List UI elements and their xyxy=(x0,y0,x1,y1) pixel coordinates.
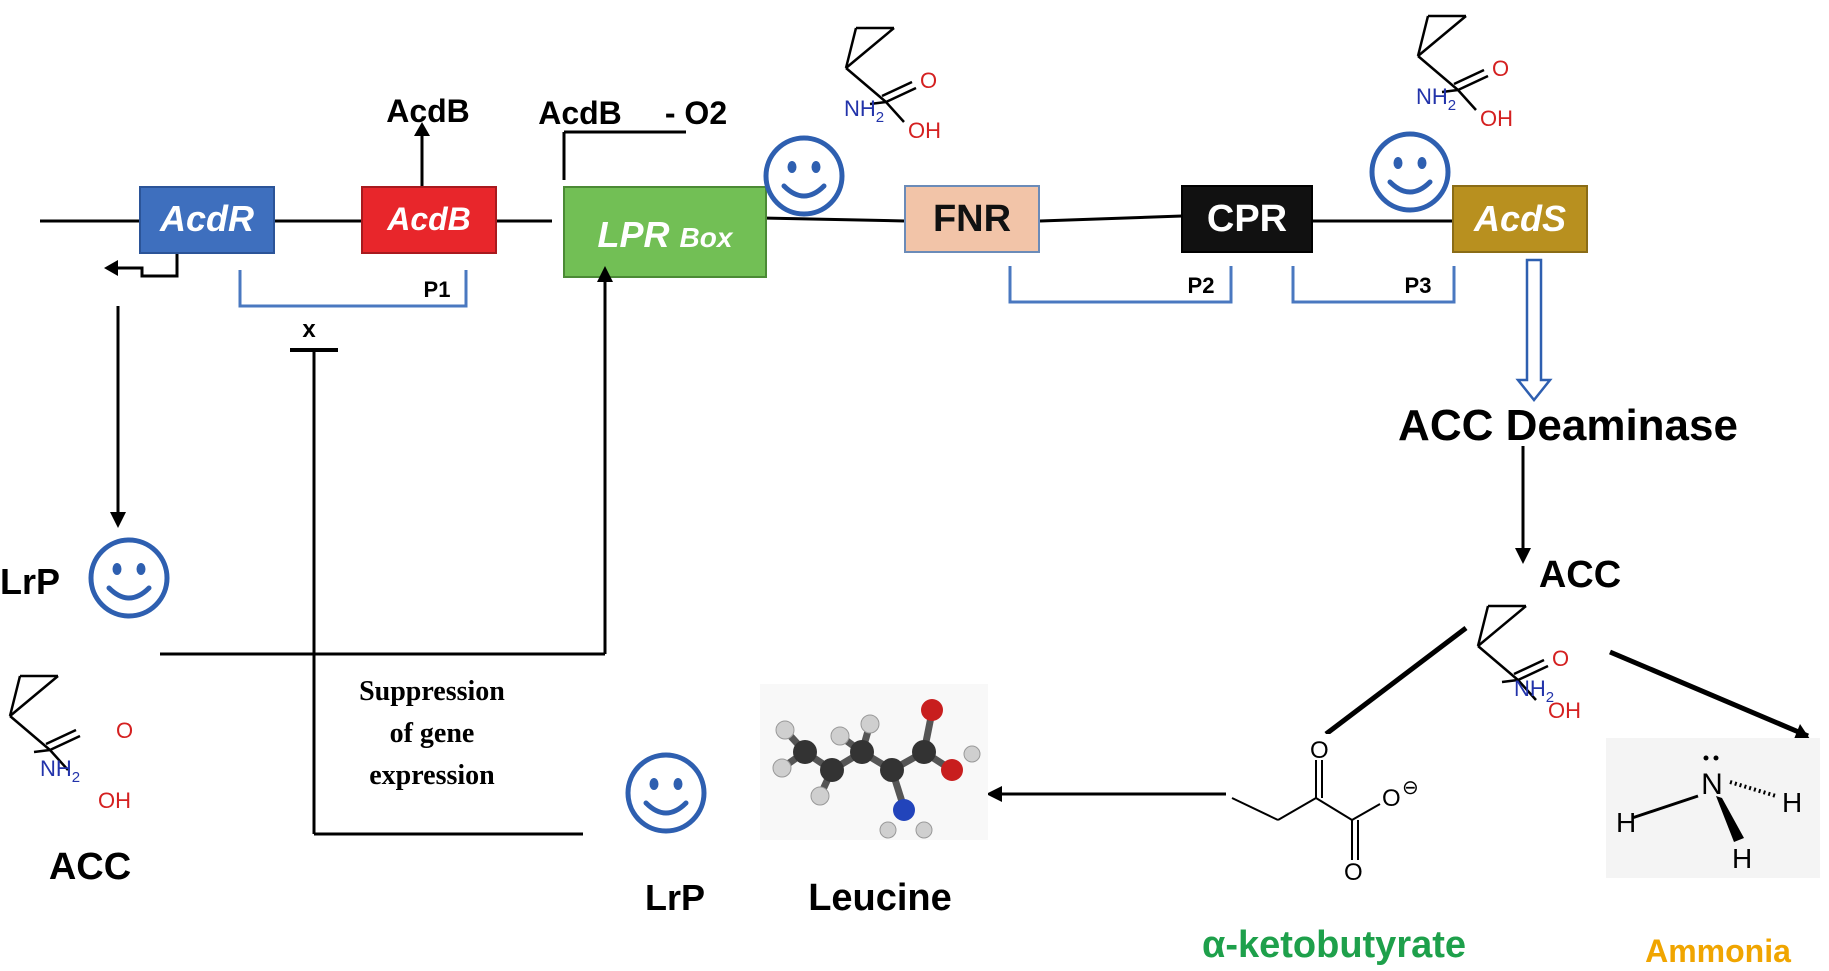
promoter-label-p3: P3 xyxy=(1405,273,1432,298)
inhibit-x-label: x xyxy=(302,316,316,343)
acc-molecule-icon: O NH2 OH xyxy=(1416,14,1513,131)
acc-label-left: ACC xyxy=(49,846,131,888)
svg-text:NH2: NH2 xyxy=(1514,676,1554,706)
gene-label-acds: AcdS xyxy=(1473,198,1566,239)
svg-text:O: O xyxy=(1382,785,1401,812)
svg-text:N: N xyxy=(1701,768,1723,801)
smiley-face-icon xyxy=(628,755,704,831)
acdb-o2-label-right: - O2 xyxy=(665,95,727,131)
promoter-bracket-p2 xyxy=(1008,266,1233,304)
acds-expression-arrow xyxy=(1515,258,1553,403)
svg-text:OH: OH xyxy=(1548,698,1581,723)
leucine-label: Leucine xyxy=(808,877,952,919)
smiley-face-icon xyxy=(1372,134,1448,210)
suppression-text-line2: of gene xyxy=(390,718,475,749)
svg-text:O: O xyxy=(1310,737,1329,764)
gene-box-cpr xyxy=(1181,185,1313,253)
lrp-label-bottom: LrP xyxy=(645,877,705,918)
smiley-face-icon xyxy=(91,540,167,616)
svg-text:OH: OH xyxy=(908,118,941,143)
acdb-product-label: AcdB xyxy=(386,93,470,129)
lrp-label-left: LrP xyxy=(0,561,60,602)
gene-box-fnr xyxy=(904,185,1040,253)
svg-text:O: O xyxy=(920,68,937,93)
smiley-face-icon xyxy=(766,138,842,214)
acc-label-right: ACC xyxy=(1539,554,1621,596)
deaminase-to-acc-arrowhead xyxy=(1515,548,1531,564)
acc-molecule-icon: O NH2 OH xyxy=(8,674,133,813)
gene-label-acdr: AcdR xyxy=(159,198,254,239)
svg-text:NH2: NH2 xyxy=(844,96,884,126)
promoter-bracket-p1 xyxy=(238,270,468,308)
svg-text:H: H xyxy=(1782,787,1802,818)
promoter-label-p2: P2 xyxy=(1188,273,1215,298)
promoter-bracket-p3 xyxy=(1291,266,1456,304)
gene-box-acdr xyxy=(139,186,275,254)
svg-text:O: O xyxy=(1492,56,1509,81)
svg-text:H: H xyxy=(1732,843,1752,874)
ammonia-label: Ammonia xyxy=(1645,933,1791,969)
svg-text:OH: OH xyxy=(1480,106,1513,131)
svg-text:⊖: ⊖ xyxy=(1402,777,1419,799)
gene-label-acdb: AcdB xyxy=(386,201,471,237)
svg-text:OH: OH xyxy=(98,788,131,813)
svg-text:O: O xyxy=(1552,646,1569,671)
acdr-to-lrp-arrowhead xyxy=(110,512,126,528)
gene-label-fnr: FNR xyxy=(933,198,1011,240)
gene-box-lpr xyxy=(563,186,767,278)
acc-molecule-icon: O NH2 OH xyxy=(1476,604,1581,723)
ketobutyrate-to-leucine-arrowhead xyxy=(986,786,1002,802)
lrp-acc-to-lpr-arrowhead xyxy=(597,266,613,282)
acc-deaminase-label: ACC Deaminase xyxy=(1398,401,1738,450)
acc-to-ammonia-line xyxy=(1609,649,1809,739)
acdr-tss-arrow xyxy=(118,254,179,278)
ketobutyrate-structure-icon: O O ⊖ O xyxy=(1228,734,1434,886)
svg-text:NH2: NH2 xyxy=(40,756,80,786)
ammonia-structure-icon: N H H H xyxy=(1606,738,1820,878)
svg-text:O: O xyxy=(116,718,133,743)
leucine-3d-model-icon xyxy=(760,684,988,840)
svg-text:NH2: NH2 xyxy=(1416,84,1456,114)
gene-box-acds xyxy=(1452,185,1588,253)
promoter-label-p1: P1 xyxy=(424,277,451,302)
suppression-text-line3: expression xyxy=(369,760,495,791)
svg-text:O: O xyxy=(1344,859,1363,886)
suppression-text-line1: Suppression xyxy=(359,676,505,707)
svg-text:H: H xyxy=(1616,807,1636,838)
acdb-product-arrowhead xyxy=(414,122,430,136)
acdb-o2-label-left: AcdB xyxy=(538,95,622,131)
gene-label-cpr: CPR xyxy=(1207,198,1287,240)
gene-box-acdb xyxy=(361,186,497,254)
ketobutyrate-label: α-ketobutyrate xyxy=(1202,924,1466,966)
dna-line-fnr-cpr xyxy=(1039,214,1183,223)
acdr-tss-arrowhead xyxy=(104,260,118,276)
acc-molecule-icon: O NH2 OH xyxy=(844,26,941,143)
acc-to-ketobutyrate-line xyxy=(1324,626,1468,736)
